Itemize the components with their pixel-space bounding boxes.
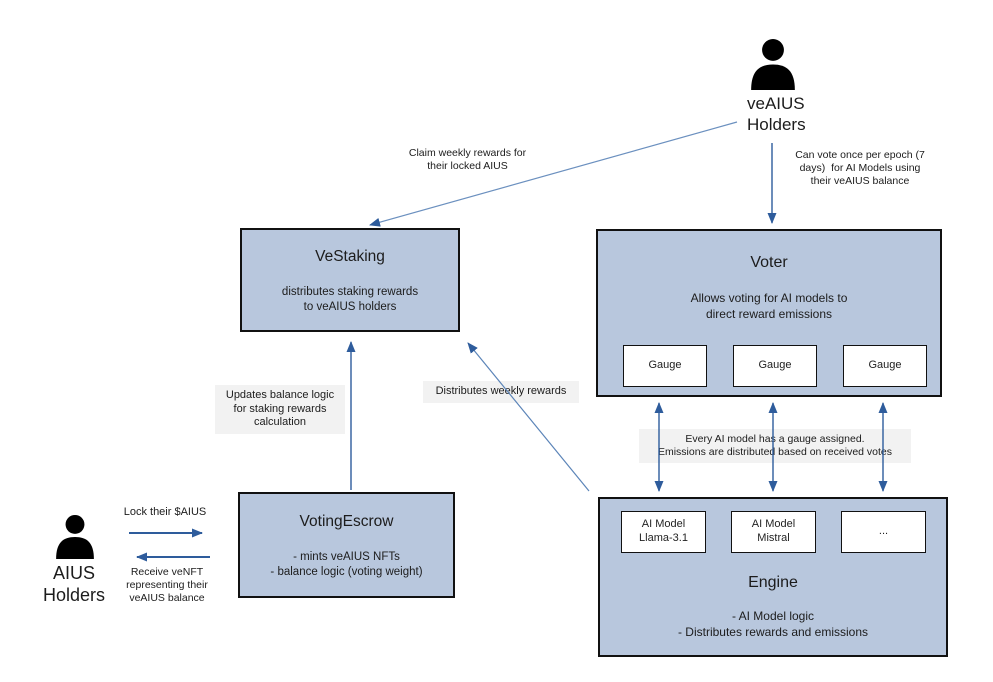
vestaking-node: VeStaking distributes staking rewards to… [240, 228, 460, 332]
voter-body: Allows voting for AI models to direct re… [690, 291, 848, 321]
aius-holders-label: AIUS Holders [42, 563, 106, 605]
ai-model-box: AI Model Llama-3.1 [621, 511, 706, 553]
gauge-box: Gauge [843, 345, 927, 387]
vestaking-title: VeStaking [315, 248, 385, 265]
vestaking-body: distributes staking rewards to veAIUS ho… [281, 286, 419, 313]
distributes-rewards-label: Distributes weekly rewards [423, 381, 579, 403]
engine-node: AI Model Llama-3.1 AI Model Mistral ... … [598, 497, 948, 657]
ai-model-box: AI Model Mistral [731, 511, 816, 553]
engine-body: - AI Model logic - Distributes rewards a… [677, 609, 869, 639]
updates-balance-label: Updates balance logic for staking reward… [215, 385, 345, 434]
person-icon [56, 514, 94, 560]
claim-rewards-label: Claim weekly rewards for their locked AI… [408, 147, 527, 173]
receive-venft-label: Receive veNFT representing their veAIUS … [126, 566, 208, 605]
voter-title: Voter [750, 254, 788, 271]
gauge-box: Gauge [623, 345, 707, 387]
votingescrow-title: VotingEscrow [299, 513, 394, 530]
ai-model-box: ... [841, 511, 926, 553]
can-vote-label: Can vote once per epoch (7 days) for AI … [795, 149, 925, 188]
votingescrow-node: VotingEscrow - mints veAIUS NFTs - balan… [238, 492, 455, 598]
voter-node: Voter Allows voting for AI models to dir… [596, 229, 942, 397]
votingescrow-body: - mints veAIUS NFTs - balance logic (vot… [270, 551, 423, 578]
person-icon [751, 39, 795, 90]
distributes-arrow [467, 342, 590, 492]
lock-aius-label: Lock their $AIUS [123, 506, 207, 518]
gauge-assignment-label: Every AI model has a gauge assigned. Emi… [639, 429, 911, 464]
veaius-holders-label: veAIUS Holders [747, 94, 806, 134]
claim-arrow [369, 121, 738, 227]
engine-title: Engine [748, 574, 798, 591]
gauge-box: Gauge [733, 345, 817, 387]
